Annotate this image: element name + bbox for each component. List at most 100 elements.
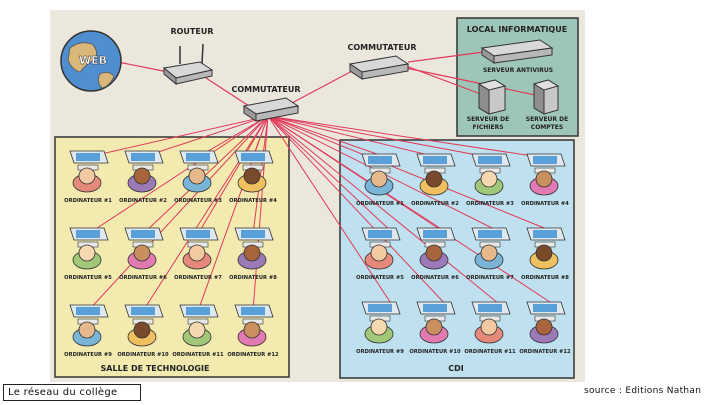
cable-cdi-2 [267,115,450,161]
cdi-station-13: ORDINATEUR #11 [464,301,516,355]
monitor-screen [423,230,447,238]
monitor-screen [478,304,502,312]
computer-label: ORDINATEUR #12 [227,352,279,358]
cable-cdi-5 [267,115,395,235]
cdi-station-11: ORDINATEUR #9 [356,301,404,355]
cable-cdi-10 [267,115,450,309]
computer-label: ORDINATEUR #10 [409,349,461,355]
serveur-antivirus-label: SERVEUR ANTIVIRUS [483,67,553,74]
local-informatique-room [456,17,579,137]
computer-label: ORDINATEUR #4 [521,201,569,207]
monitor-screen [76,230,100,238]
serveur-fichiers-label-1: SERVEUR DE [467,116,509,123]
monitor-screen [186,230,210,238]
monitor-screen [186,153,210,161]
person-head [133,167,151,185]
person-head [425,244,443,262]
person-head [425,318,443,336]
routeur-device: ROUTEUR [162,27,214,86]
monitor-screen [131,153,155,161]
person-head [188,321,206,339]
cdi-station-6: ORDINATEUR #4 [521,153,569,207]
computer-label: ORDINATEUR #2 [119,198,167,204]
cdi-station-12: ORDINATEUR #10 [409,301,461,355]
techno-station-2: ORDINATEUR #2 [119,150,167,204]
computer-label: ORDINATEUR #11 [464,349,516,355]
monitor-screen [368,230,392,238]
monitor-screen [241,153,265,161]
cable-cdi-11 [267,115,505,309]
monitor-screen [368,304,392,312]
person-head [243,321,261,339]
serveur-comptes-device: SERVEUR DE COMPTES [526,79,568,131]
cable-cdi-1 [267,115,395,161]
cable-local-1 [407,51,485,63]
cable-techno-1 [87,115,269,158]
computer-label: ORDINATEUR #2 [411,201,459,207]
techno-station-11: ORDINATEUR #11 [172,304,224,358]
cdi-station-9: ORDINATEUR #7 [466,227,514,281]
techno-station-10: ORDINATEUR #10 [117,304,169,358]
person-head [78,167,96,185]
computer-label: ORDINATEUR #8 [229,275,277,281]
person-head [535,244,553,262]
serveur-fichiers-label-2: FICHIERS [472,124,503,131]
computer-label: ORDINATEUR #6 [119,275,167,281]
serveur-antivirus-device: SERVEUR ANTIVIRUS [480,39,554,74]
techno-station-12: ORDINATEUR #12 [227,304,279,358]
person-head [535,170,553,188]
person-head [188,167,206,185]
cable-techno-11 [197,115,269,312]
commutateur-second-device: COMMUTATEUR [347,43,417,80]
monitor-screen [533,304,557,312]
cable-web-routeur [117,61,169,73]
techno-station-9: ORDINATEUR #9 [64,304,112,358]
computer-label: ORDINATEUR #5 [64,275,112,281]
person-head [425,170,443,188]
computer-label: ORDINATEUR #6 [411,275,459,281]
person-head [370,170,388,188]
serveur-comptes-label-1: SERVEUR DE [526,116,568,123]
cdi-station-4: ORDINATEUR #2 [411,153,459,207]
cable-cdi-4 [267,115,560,161]
person-head [370,244,388,262]
person-head [188,244,206,262]
techno-station-1: ORDINATEUR #1 [64,150,112,204]
workstations: ORDINATEUR #1 ORDINATEUR #2 ORDINATEUR #3 O… [64,150,571,358]
computer-label: ORDINATEUR #4 [229,198,277,204]
person-head [480,244,498,262]
person-head [370,318,388,336]
cable-cdi-12 [267,115,560,309]
person-head [243,244,261,262]
person-head [78,321,96,339]
computer-label: ORDINATEUR #10 [117,352,169,358]
cable-techno-10 [142,115,269,312]
cdi-station-10: ORDINATEUR #8 [521,227,569,281]
computer-label: ORDINATEUR #5 [356,275,404,281]
cable-local-3 [405,67,541,97]
techno-station-8: ORDINATEUR #8 [229,227,277,281]
commutateur-second-label: COMMUTATEUR [347,43,416,52]
cable-cdi-3 [267,115,505,161]
monitor-screen [423,156,447,164]
cable-routeur-commutateur [205,77,253,109]
cable-commutateur-commutateur [289,69,355,105]
commutateur-main-device: COMMUTATEUR [231,85,301,122]
computer-label: ORDINATEUR #7 [466,275,514,281]
computer-label: ORDINATEUR #1 [64,198,112,204]
monitor-screen [76,307,100,315]
cable-techno-2 [142,115,269,158]
computer-label: ORDINATEUR #11 [172,352,224,358]
computer-label: ORDINATEUR #1 [356,201,404,207]
computer-label: ORDINATEUR #3 [466,201,514,207]
cable-techno-8 [252,115,269,235]
techno-station-4: ORDINATEUR #4 [229,150,277,204]
cdi-station-7: ORDINATEUR #5 [356,227,404,281]
cable-techno-6 [142,115,269,235]
cdi-station-14: ORDINATEUR #12 [519,301,571,355]
serveur-fichiers-device: SERVEUR DE FICHIERS [467,79,509,131]
person-head [243,167,261,185]
computer-label: ORDINATEUR #7 [174,275,222,281]
person-head [78,244,96,262]
